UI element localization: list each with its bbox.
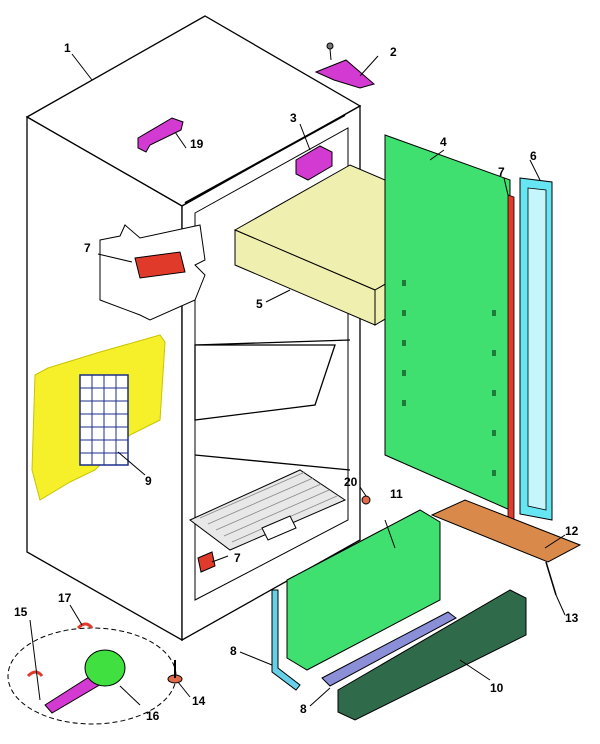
callout-11: 11 xyxy=(390,487,403,501)
bracket-icon xyxy=(197,551,216,573)
door-liner-part-4 xyxy=(384,134,511,511)
callout-5: 5 xyxy=(256,297,263,311)
bracket-icon xyxy=(295,145,333,181)
leader-lines xyxy=(29,53,566,707)
drain-pan-part-12 xyxy=(430,499,582,596)
interior-shelf xyxy=(194,344,336,421)
callout-1: 1 xyxy=(64,41,71,55)
hinge-icon xyxy=(137,117,184,153)
callout-15: 15 xyxy=(14,605,28,619)
callout-6: 6 xyxy=(530,149,537,163)
bracket-icon xyxy=(134,251,186,279)
callout-4: 4 xyxy=(440,135,447,149)
motor-icon xyxy=(84,649,126,687)
cabinet-part-1 xyxy=(25,15,362,642)
zoom-inset xyxy=(99,224,206,321)
trim-strip-part-8 xyxy=(271,589,301,691)
motor-assembly xyxy=(7,622,177,725)
callout-14: 14 xyxy=(192,694,206,708)
clip-icon xyxy=(76,622,94,630)
callout-9: 9 xyxy=(145,474,152,488)
callout-2: 2 xyxy=(390,45,397,59)
evaporator-part-6 xyxy=(519,177,553,521)
callout-17: 17 xyxy=(58,591,72,605)
gasket-strip-part-7 xyxy=(507,194,515,521)
screw-icon xyxy=(326,42,334,50)
bottom-liner-part-11 xyxy=(286,509,441,671)
screw-icon xyxy=(361,495,371,505)
hinge-icon xyxy=(314,42,376,89)
clip-icon xyxy=(26,670,44,678)
callout-7-strip: 7 xyxy=(498,165,505,179)
callout-19: 19 xyxy=(190,137,204,151)
callout-8-upper: 8 xyxy=(230,644,237,658)
callout-12: 12 xyxy=(565,524,579,538)
leveling-leg-icon xyxy=(167,660,183,684)
callout-8-lower: 8 xyxy=(300,702,307,716)
callout-16: 16 xyxy=(146,709,160,723)
callout-20: 20 xyxy=(344,475,358,489)
callout-7-inset: 7 xyxy=(84,241,91,255)
callout-10: 10 xyxy=(490,681,504,695)
kick-plate-part-10 xyxy=(337,589,527,721)
callout-3: 3 xyxy=(290,111,297,125)
callout-7-lower: 7 xyxy=(234,551,241,565)
trim-strip-part-8 xyxy=(321,611,457,687)
crisper-grille xyxy=(189,469,347,551)
callout-13: 13 xyxy=(565,611,579,625)
wiring-label-part-9 xyxy=(31,334,166,501)
